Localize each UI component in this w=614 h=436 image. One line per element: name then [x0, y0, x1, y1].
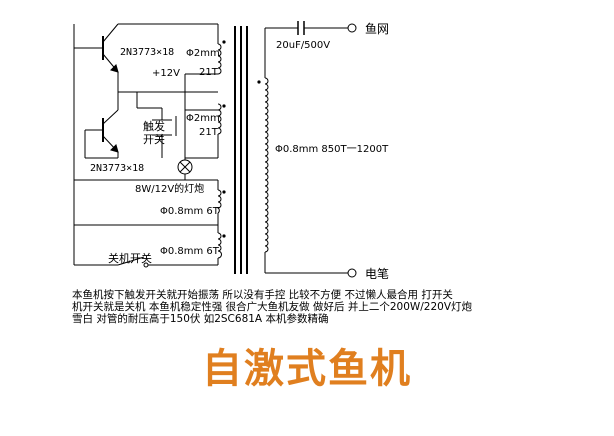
- lamp-symbol: [177, 159, 193, 175]
- feedback-1-label: Φ0.8mm 6T: [160, 206, 220, 217]
- capacitor-label: 20uF/500V: [276, 40, 330, 51]
- secondary-winding: [264, 77, 269, 253]
- transistor-top-label: 2N3773×18: [120, 47, 174, 58]
- power-switch: [117, 256, 149, 268]
- winding-2-turns-label: 21T: [199, 127, 219, 138]
- primary-winding-1: [217, 43, 222, 75]
- lamp-label: 8W/12V的灯炮: [135, 182, 204, 195]
- output-pen-label: 电笔: [365, 266, 389, 281]
- page-title: 自激式鱼机: [202, 345, 412, 392]
- transistor-bottom: [102, 109, 119, 153]
- trigger-switch: [152, 119, 172, 136]
- power-switch-label: 关机开关: [108, 251, 152, 265]
- capacitor-symbol: [297, 21, 305, 35]
- output-net-label: 鱼网: [365, 22, 389, 36]
- feedback-winding-2: [217, 232, 222, 259]
- winding-dots: [222, 40, 261, 238]
- transistor-bottom-label: 2N3773×18: [90, 163, 144, 174]
- trigger-switch-label-1: 触发: [143, 119, 165, 133]
- secondary-label: Φ0.8mm 850T一1200T: [275, 144, 389, 155]
- feedback-2-label: Φ0.8mm 6T: [160, 246, 220, 257]
- description-line-3: 雪白 对管的耐压高于150伏 如2SC681A 本机参数精确: [72, 313, 329, 325]
- description-text: 本鱼机按下触发开关就开始振荡 所以没有手控 比较不方便 不过懒人最合用 打开关 …: [72, 289, 542, 325]
- supply-label: +12V: [152, 68, 180, 79]
- description-line-2: 机开关就是关机 本鱼机稳定性强 很合广大鱼机友做 做好后 并上二个200W/22…: [72, 301, 473, 313]
- feedback-winding-1: [216, 189, 222, 214]
- winding-1-wire-label: Φ2mm: [186, 48, 220, 59]
- description-line-1: 本鱼机按下触发开关就开始振荡 所以没有手控 比较不方便 不过懒人最合用 打开关: [72, 289, 453, 301]
- transistor-top: [102, 23, 119, 73]
- winding-2-wire-label: Φ2mm: [186, 113, 220, 124]
- output-terminals: [347, 23, 357, 278]
- trigger-switch-label-2: 开关: [143, 132, 165, 146]
- primary-winding-2: [217, 103, 222, 135]
- winding-1-turns-label: 21T: [199, 67, 219, 78]
- transformer-core: [234, 26, 248, 274]
